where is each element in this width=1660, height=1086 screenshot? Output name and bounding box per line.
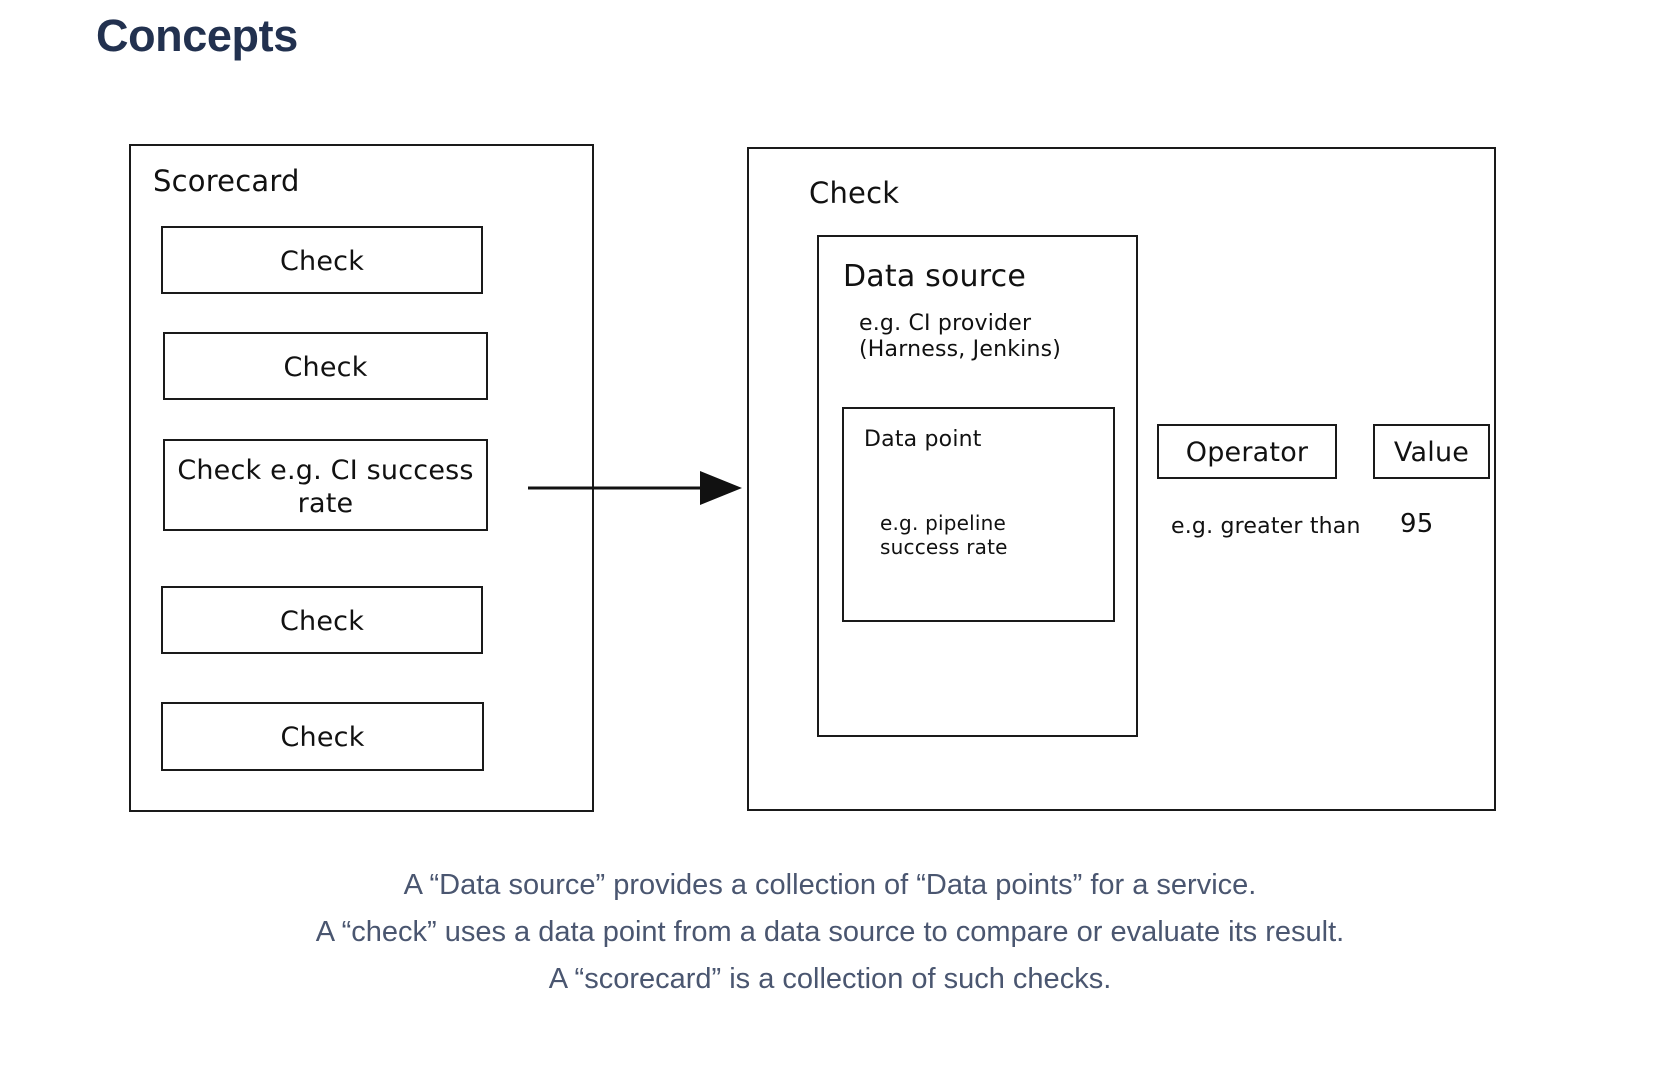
scorecard-panel: Scorecard Check Check Check e.g. CI succ… (129, 144, 594, 812)
scorecard-check-item-5[interactable]: Check (161, 702, 484, 771)
operator-box[interactable]: Operator (1157, 424, 1337, 479)
data-point-example: e.g. pipeline success rate (880, 511, 1008, 559)
value-label: Value (1393, 437, 1470, 468)
value-number: 95 (1400, 509, 1434, 539)
scorecard-check-item-4[interactable]: Check (161, 586, 483, 654)
scorecard-check-label-3: Check e.g. CI success rate (177, 455, 474, 519)
arrow-right-icon-svg (528, 471, 742, 505)
operator-example: e.g. greater than (1171, 514, 1361, 539)
data-source-box[interactable]: Data source e.g. CI provider (Harness, J… (817, 235, 1138, 737)
check-panel-title: Check (809, 176, 900, 210)
check-panel: Check Data source e.g. CI provider (Harn… (747, 147, 1496, 811)
scorecard-title: Scorecard (153, 164, 300, 198)
scorecard-check-item-2[interactable]: Check (163, 332, 488, 400)
arrow-right-icon (528, 466, 746, 510)
scorecard-check-label-2: Check (283, 352, 368, 383)
caption-line-1: A “Data source” provides a collection of… (403, 869, 1257, 901)
caption-block: A “Data source” provides a collection of… (0, 862, 1660, 1003)
data-source-example: e.g. CI provider (Harness, Jenkins) (859, 311, 1062, 362)
scorecard-check-item-3[interactable]: Check e.g. CI success rate (163, 439, 488, 531)
data-point-title: Data point (864, 427, 982, 452)
value-box[interactable]: Value (1373, 424, 1490, 479)
caption-line-3: A “scorecard” is a collection of such ch… (548, 962, 1112, 995)
scorecard-check-label-1: Check (279, 246, 365, 277)
scorecard-check-label-4: Check (279, 606, 365, 637)
page-title: Concepts (96, 10, 298, 61)
data-source-title: Data source (843, 259, 1026, 294)
scorecard-check-label-5: Check (280, 722, 365, 753)
operator-label: Operator (1185, 437, 1309, 468)
caption-line-2: A “check” uses a data point from a data … (315, 915, 1345, 948)
scorecard-check-item-1[interactable]: Check (161, 226, 483, 294)
data-point-box[interactable]: Data point e.g. pipeline success rate (842, 407, 1115, 622)
